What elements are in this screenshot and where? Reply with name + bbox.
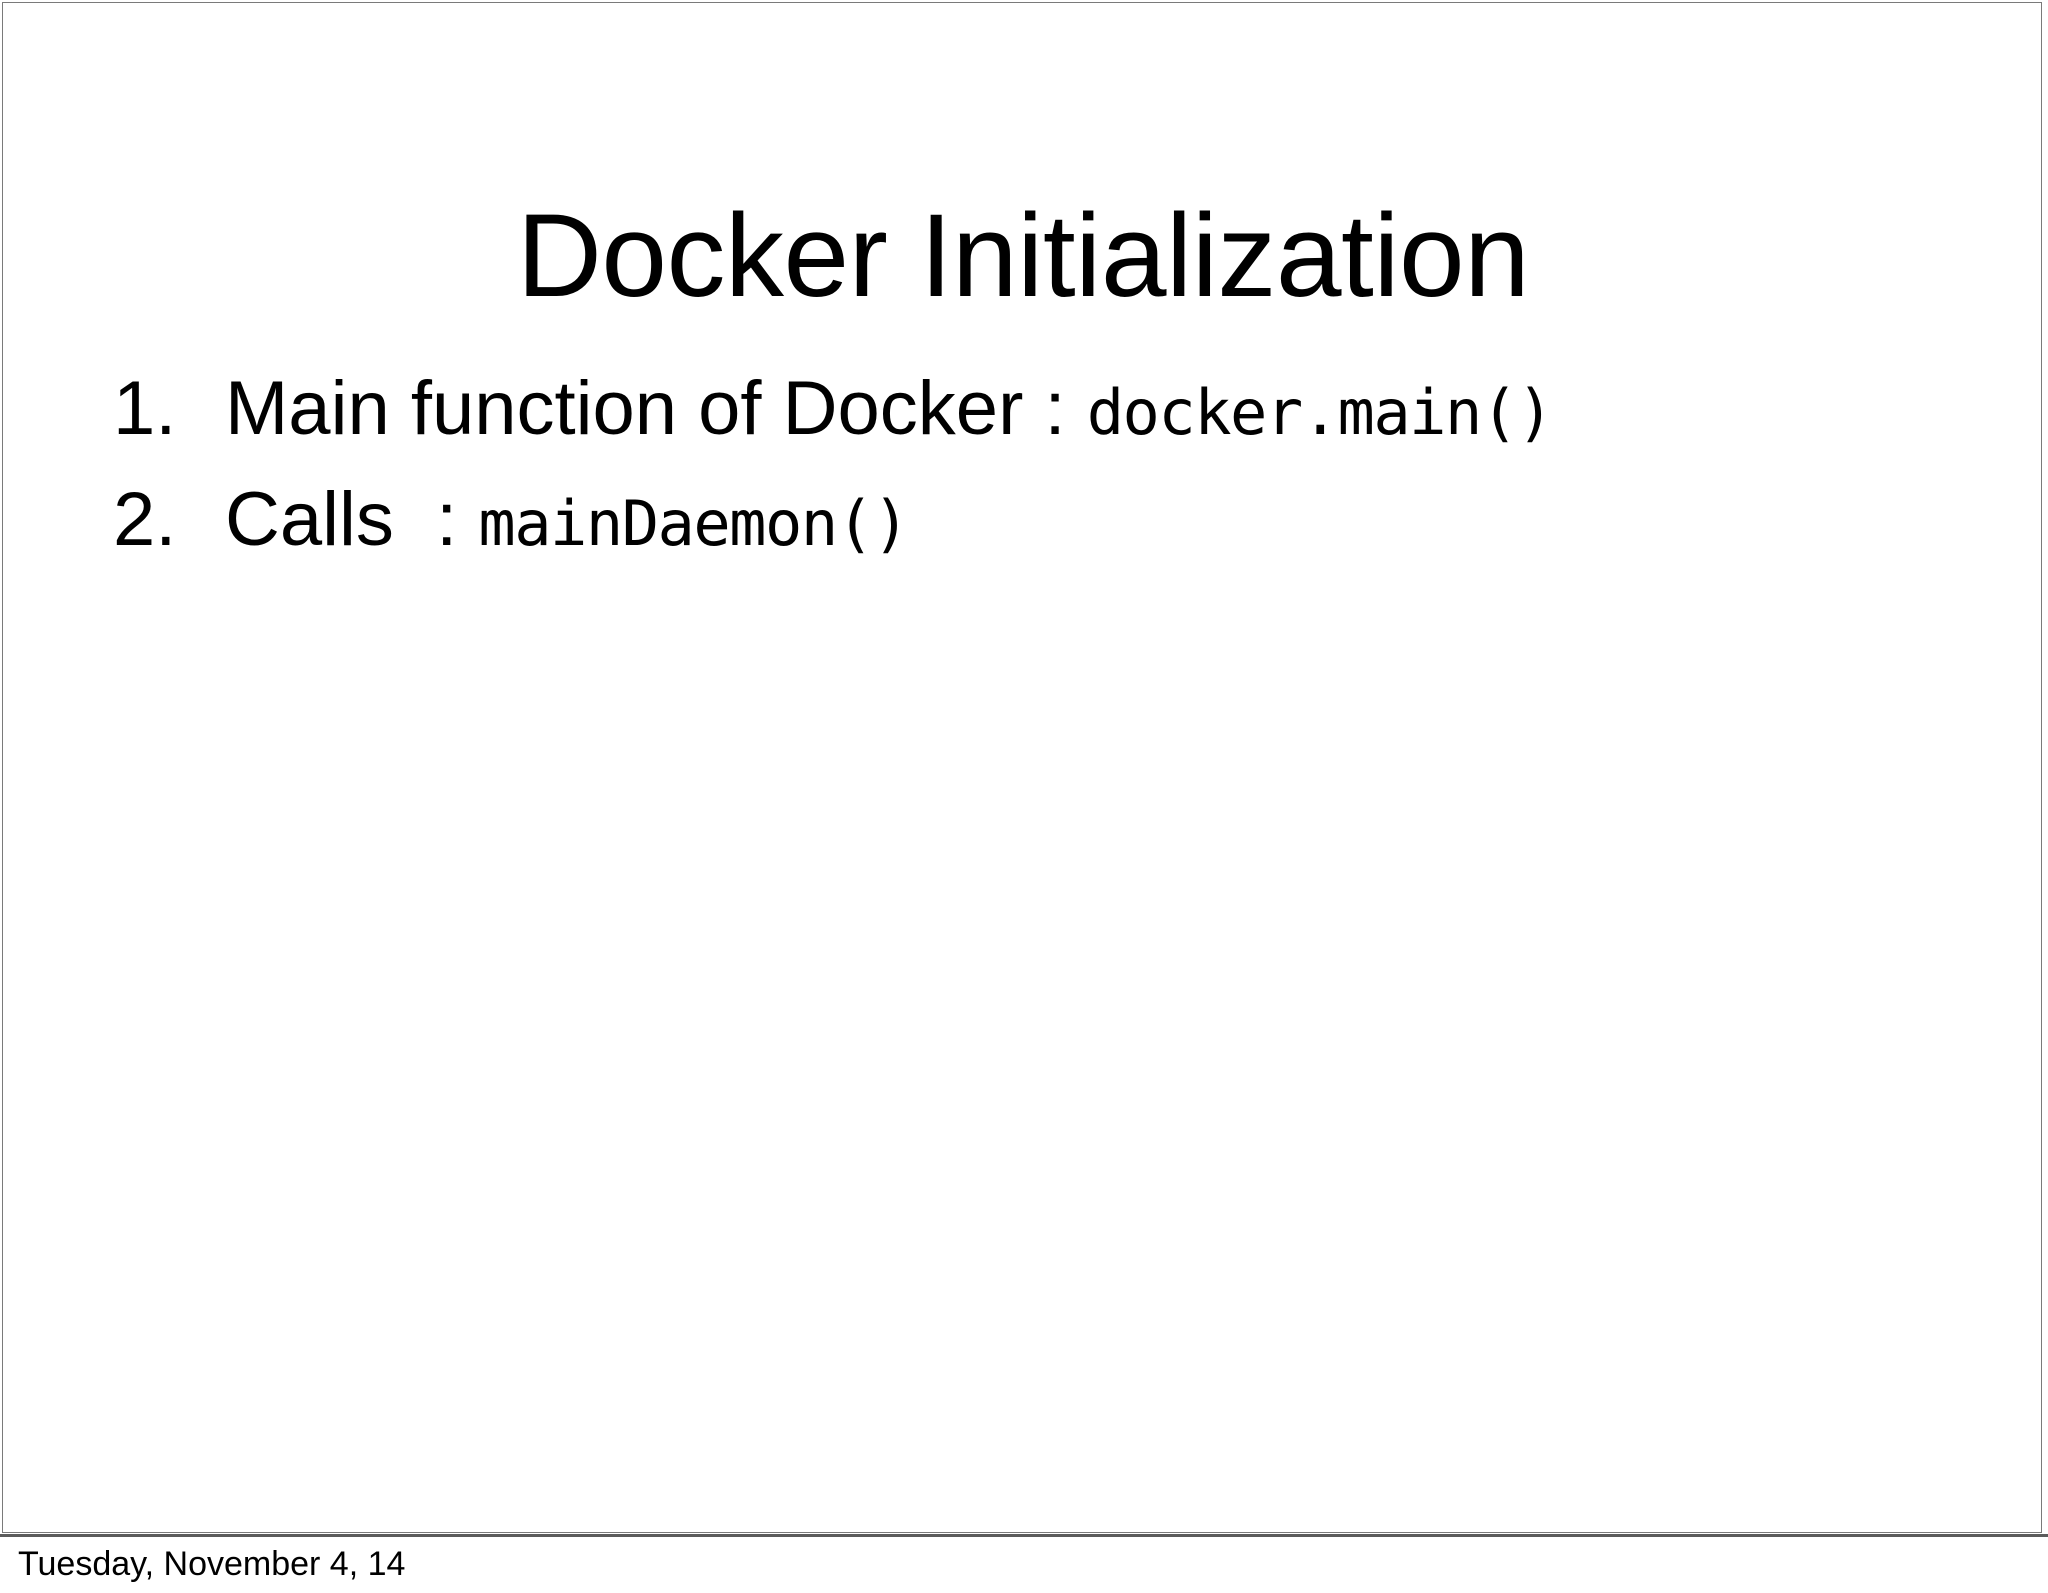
list-item: 2. Calls : mainDaemon(): [113, 477, 1913, 562]
list-item-code: mainDaemon(): [478, 487, 909, 560]
list-item: 1. Main function of Docker : docker.main…: [113, 366, 1913, 451]
ordered-list: 1. Main function of Docker : docker.main…: [113, 371, 1913, 593]
footer-date: Tuesday, November 4, 14: [18, 1545, 406, 1583]
list-item-label: Main function of Docker :: [225, 366, 1087, 451]
list-item-label: Calls :: [225, 477, 479, 562]
list-item-marker: 2.: [113, 477, 177, 562]
footer-divider: [0, 1534, 2048, 1537]
slide-canvas: Docker Initialization 1. Main function o…: [2, 2, 2042, 1533]
page-title: Docker Initialization: [516, 190, 1530, 323]
list-item-code: docker.main(): [1086, 376, 1554, 449]
list-item-marker: 1.: [113, 366, 177, 451]
